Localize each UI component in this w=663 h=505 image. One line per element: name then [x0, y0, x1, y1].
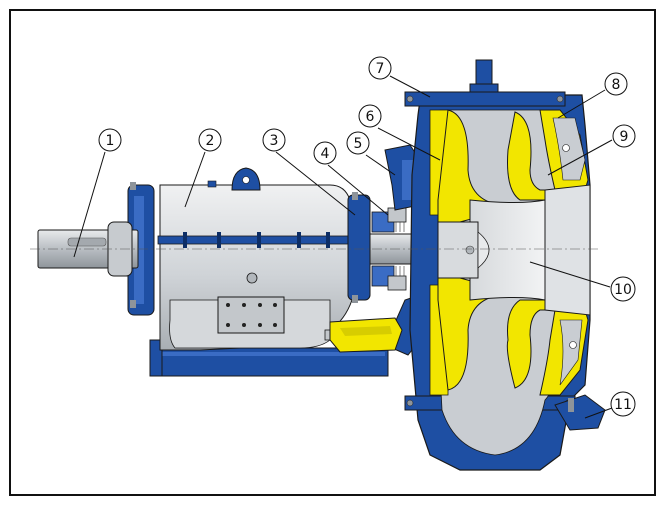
callout-8-label: 8	[612, 77, 621, 93]
callout-11-label: 11	[614, 397, 632, 413]
cover-plate-liner	[539, 109, 589, 396]
callout-11: 11	[584, 391, 636, 419]
callout-5-label: 5	[354, 136, 363, 152]
bearing-assembly	[159, 184, 353, 351]
callout-5: 5	[346, 131, 396, 176]
callout-2: 2	[184, 128, 222, 208]
callout-6: 6	[358, 104, 441, 161]
callout-8: 8	[557, 72, 628, 119]
pedestal-base	[149, 339, 389, 377]
callout-6-label: 6	[366, 109, 375, 125]
callout-9: 9	[547, 124, 636, 176]
frame-plate-liner-insert	[329, 317, 403, 353]
callout-1: 1	[73, 128, 122, 258]
callout-9-label: 9	[620, 129, 629, 145]
callout-1-label: 1	[106, 133, 115, 149]
bearing-end-cover-right	[347, 192, 371, 303]
impeller	[437, 109, 546, 391]
callout-7-label: 7	[376, 61, 385, 77]
callout-10-label: 10	[614, 282, 632, 298]
callout-7: 7	[368, 56, 431, 98]
callout-3-label: 3	[270, 133, 279, 149]
shaft-seal-assembly	[371, 207, 407, 291]
callout-10: 10	[529, 261, 636, 302]
callout-4: 4	[313, 141, 389, 216]
callout-3: 3	[262, 128, 356, 216]
callout-4-label: 4	[321, 146, 330, 162]
lifting-lug	[207, 167, 261, 191]
suction-inlet	[544, 184, 591, 316]
callout-2-label: 2	[206, 133, 215, 149]
